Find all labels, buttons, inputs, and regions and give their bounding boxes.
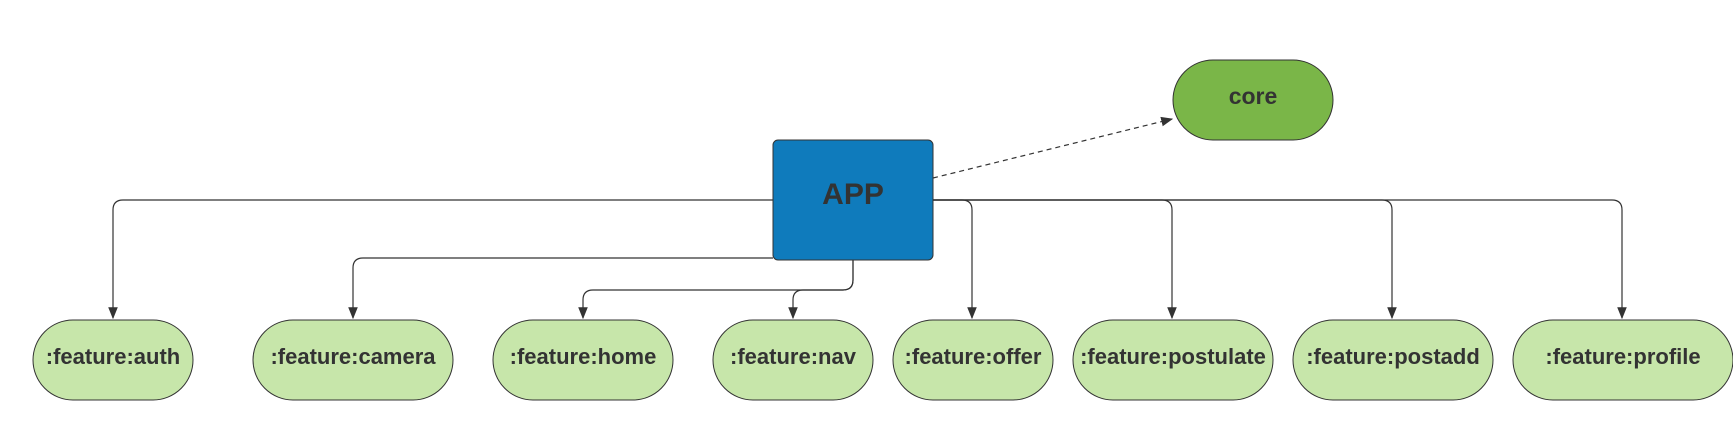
feature-node-box — [892, 319, 1054, 401]
core-node[interactable]: core — [1172, 59, 1334, 141]
feature-node-box — [1072, 319, 1274, 401]
edge-app-home — [578, 260, 854, 320]
feature-node-nav[interactable]: :feature:nav — [712, 319, 874, 401]
edge-app-core — [932, 116, 1174, 179]
feature-node-offer[interactable]: :feature:offer — [892, 319, 1054, 401]
feature-node-camera[interactable]: :feature:camera — [252, 319, 454, 401]
edge-app-profile — [933, 199, 1627, 320]
feature-node-home[interactable]: :feature:home — [492, 319, 674, 401]
edge-app-auth — [108, 199, 773, 320]
app-node[interactable]: APP — [772, 139, 934, 261]
feature-node-box — [252, 319, 454, 401]
feature-node-label: :feature:postulate — [1080, 344, 1266, 369]
feature-node-label: :feature:auth — [46, 344, 180, 369]
feature-node-postulate[interactable]: :feature:postulate — [1072, 319, 1274, 401]
feature-node-box — [712, 319, 874, 401]
feature-node-label: :feature:camera — [270, 344, 436, 369]
edge-app-camera — [348, 257, 773, 320]
edge-app-nav — [788, 260, 854, 320]
edge-app-offer — [933, 199, 977, 320]
feature-node-postadd[interactable]: :feature:postadd — [1292, 319, 1494, 401]
feature-node-box — [32, 319, 194, 401]
app-node-box — [772, 139, 934, 261]
core-node-box — [1172, 59, 1334, 141]
edge-app-postadd — [933, 199, 1397, 320]
feature-node-label: :feature:home — [510, 344, 657, 369]
connectors — [108, 116, 1627, 320]
feature-node-label: :feature:offer — [905, 344, 1042, 369]
feature-node-label: :feature:postadd — [1306, 344, 1480, 369]
feature-node-profile[interactable]: :feature:profile — [1512, 319, 1733, 401]
feature-node-label: :feature:profile — [1545, 344, 1700, 369]
core-node-label: core — [1229, 83, 1278, 109]
edge-app-postulate — [933, 199, 1177, 320]
feature-node-box — [1512, 319, 1733, 401]
feature-node-label: :feature:nav — [730, 344, 857, 369]
feature-node-box — [1292, 319, 1494, 401]
app-node-label: APP — [822, 178, 884, 211]
feature-node-auth[interactable]: :feature:auth — [32, 319, 194, 401]
feature-nodes: :feature:auth :feature:camera :feature:h… — [32, 319, 1733, 401]
feature-node-box — [492, 319, 674, 401]
